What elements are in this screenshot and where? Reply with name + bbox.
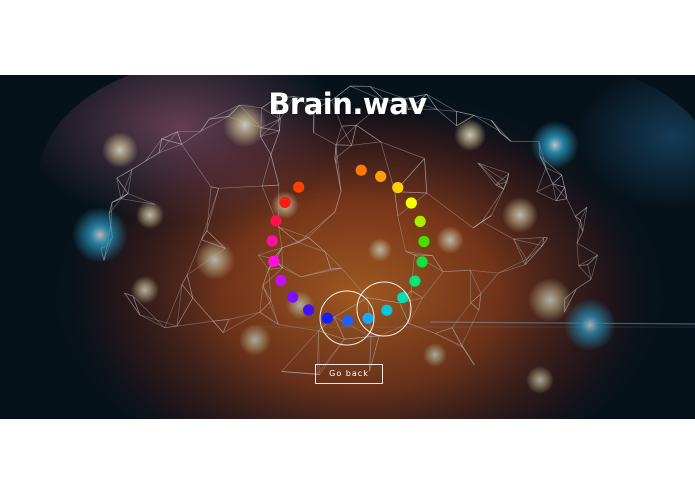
go-back-button[interactable]: Go back (315, 364, 383, 384)
brain-network-illustration (0, 75, 695, 419)
app-title: Brain.wav (268, 87, 427, 121)
hero-banner (0, 75, 695, 419)
